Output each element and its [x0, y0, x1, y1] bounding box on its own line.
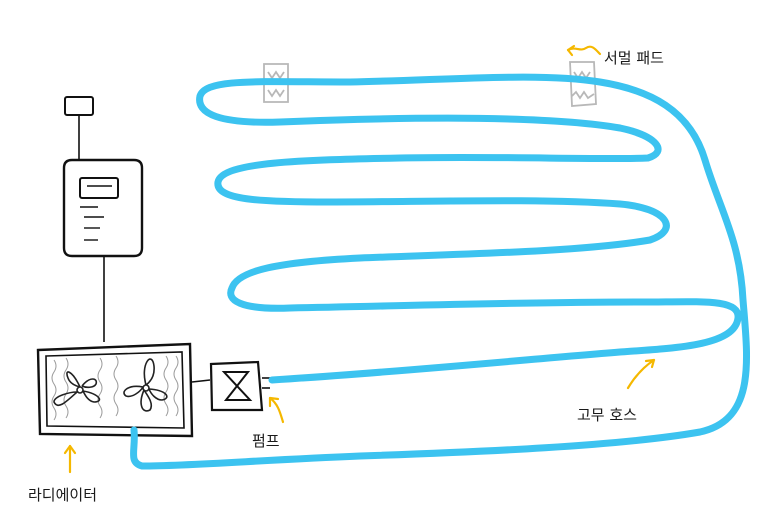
rubber-hose-label: 고무 호스 [577, 406, 637, 424]
arrow-icon [63, 444, 77, 474]
thermal-pad-icon [263, 63, 289, 103]
radiator [36, 342, 194, 438]
radiator-pump-link [191, 379, 211, 383]
radiator-label: 라디에이터 [28, 486, 98, 504]
arrow-icon [268, 396, 285, 424]
thermal-pad-label: 서멀 패드 [604, 49, 664, 67]
small-box [64, 96, 94, 116]
radiator-fins [51, 355, 179, 421]
arrow-icon [626, 358, 656, 390]
fan-icon [123, 358, 168, 412]
arrow-icon [566, 44, 602, 57]
rubber-hose [130, 73, 750, 470]
fan-icon [53, 371, 101, 407]
device-icon [62, 158, 144, 258]
pump-label: 펌프 [252, 432, 280, 450]
pump-icon [209, 360, 272, 412]
